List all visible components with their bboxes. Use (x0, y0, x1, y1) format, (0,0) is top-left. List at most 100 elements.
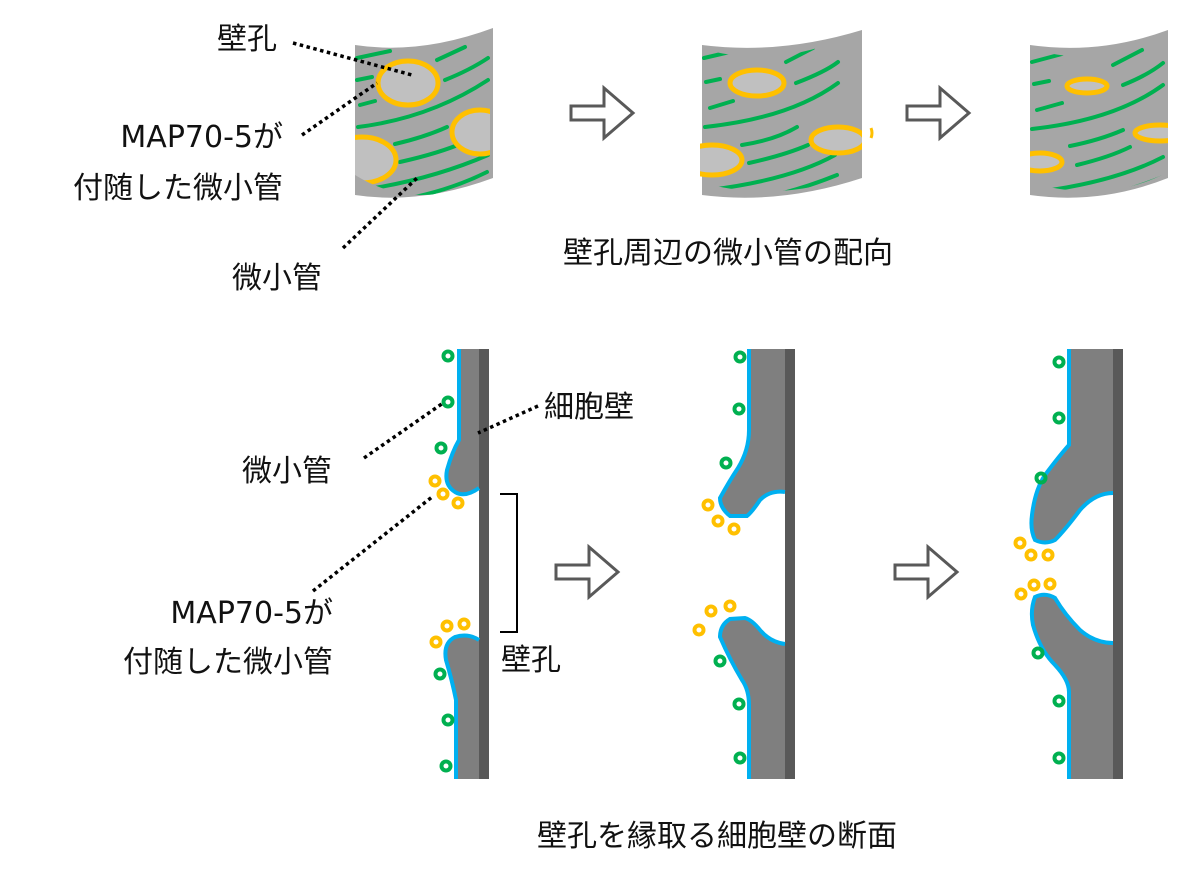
microtubule-dot (441, 713, 455, 727)
label-pit: 壁孔 (501, 643, 561, 678)
microtubule-dot (713, 654, 727, 668)
wall-pit (700, 142, 745, 178)
microtubule (760, 173, 839, 192)
cell-wall-outer-layer (1113, 349, 1123, 779)
microtubule-cross-sections (713, 350, 747, 765)
caption-top: 壁孔周辺の微小管の配向 (563, 236, 893, 271)
wall-pit (449, 107, 490, 157)
microtubule (413, 170, 489, 195)
membrane-upper (444, 349, 481, 497)
cylinder-stage-3 (1030, 30, 1168, 198)
wall-pit (1132, 122, 1168, 144)
pit-edge-fragment (869, 127, 874, 139)
microtubule-dot (1052, 355, 1066, 369)
map70-dot (1013, 536, 1027, 550)
microtubule (393, 125, 449, 146)
microtubule (708, 99, 735, 110)
microtubule (358, 99, 377, 107)
cross-section-stage-2 (692, 349, 795, 779)
map70-microtubules (692, 498, 741, 637)
leader-lines (292, 41, 419, 250)
microtubule (794, 60, 840, 85)
label-map70-line2: 付随した微小管 (73, 171, 283, 206)
microtubule (1075, 145, 1132, 167)
microtubule-dot (433, 667, 447, 681)
label-microtubule: 微小管 (242, 454, 332, 489)
microtubule-dot (434, 441, 448, 455)
microtubule-dot (732, 697, 746, 711)
cylinder-stage-2 (700, 30, 874, 198)
microtubule (355, 75, 374, 82)
leader-line-microtubule (363, 401, 444, 460)
wall-pits (1030, 76, 1168, 174)
cylinder-content (355, 45, 490, 195)
wall-pit (808, 124, 862, 156)
map70-dot (692, 623, 706, 637)
microtubule (703, 81, 840, 129)
microtubule-dot (733, 350, 747, 364)
label-map70-line2: 付随した微小管 (123, 645, 333, 680)
arrow-icon (554, 543, 621, 601)
microtubule-dot (1034, 471, 1048, 485)
microtubule (707, 153, 837, 192)
arrow-icon (569, 84, 636, 142)
arrow-icon (905, 84, 972, 142)
cylinder-stage-1 (355, 28, 493, 198)
map70-dot (1014, 587, 1028, 601)
map70-microtubules (1013, 536, 1057, 601)
map70-dot (1041, 548, 1055, 562)
microtubule-cross-sections (1031, 355, 1066, 765)
leader-line-map70 (301, 81, 378, 137)
map70-dot (727, 522, 741, 536)
microtubule (1032, 79, 1051, 86)
map70-dot (436, 487, 450, 501)
microtubule-dot (733, 751, 747, 765)
microtubule (1030, 52, 1064, 64)
map70-microtubules (428, 474, 471, 649)
pit-bracket (500, 493, 518, 633)
microtubule-dot (1052, 411, 1066, 425)
wall-pit (1030, 150, 1065, 174)
leader-lines-bottom (311, 401, 539, 593)
cross-section-stage-1 (428, 349, 489, 779)
map70-dot (704, 604, 718, 618)
wall-pits (700, 67, 862, 178)
microtubule (435, 45, 467, 62)
microtubule-dot (1031, 646, 1045, 660)
membrane-lower (717, 615, 786, 779)
microtubule-dot (441, 395, 455, 409)
wall-pit (1064, 76, 1110, 96)
caption-bottom: 壁孔を縁取る細胞壁の断面 (537, 819, 897, 854)
microtubule (1111, 48, 1144, 67)
map70-dot (1027, 578, 1041, 592)
map70-dot (1043, 577, 1057, 591)
map70-dot (440, 619, 454, 633)
microtubule (1121, 61, 1165, 87)
map70-dot (711, 514, 725, 528)
wall-pit (727, 67, 787, 99)
wall-pit (355, 134, 399, 186)
microtubule-dot (732, 402, 746, 416)
microtubule (1035, 101, 1064, 112)
membrane-lower (1029, 592, 1114, 779)
cell-wall-lower (445, 635, 479, 779)
membrane-upper (717, 349, 786, 518)
microtubule (740, 125, 799, 147)
microtubule-dot (1052, 751, 1066, 765)
microtubule (1030, 83, 1165, 131)
microtubule (356, 78, 490, 129)
map70-dot (723, 599, 737, 613)
cell-wall-outer-layer (785, 349, 795, 779)
cylinder-content (1030, 48, 1168, 192)
cell-wall-lower (720, 618, 785, 779)
map70-dot (429, 635, 443, 649)
microtubule (355, 49, 392, 60)
microtubule-cross-sections (433, 349, 455, 773)
cell-wall-outer-layer (479, 349, 489, 779)
label-microtubule: 微小管 (232, 261, 322, 296)
wall-pit (375, 58, 441, 108)
cell-wall-upper (1031, 349, 1113, 543)
microtubule (1068, 128, 1125, 148)
microtubule-dot (1052, 694, 1066, 708)
leader-line-map70 (311, 495, 434, 593)
